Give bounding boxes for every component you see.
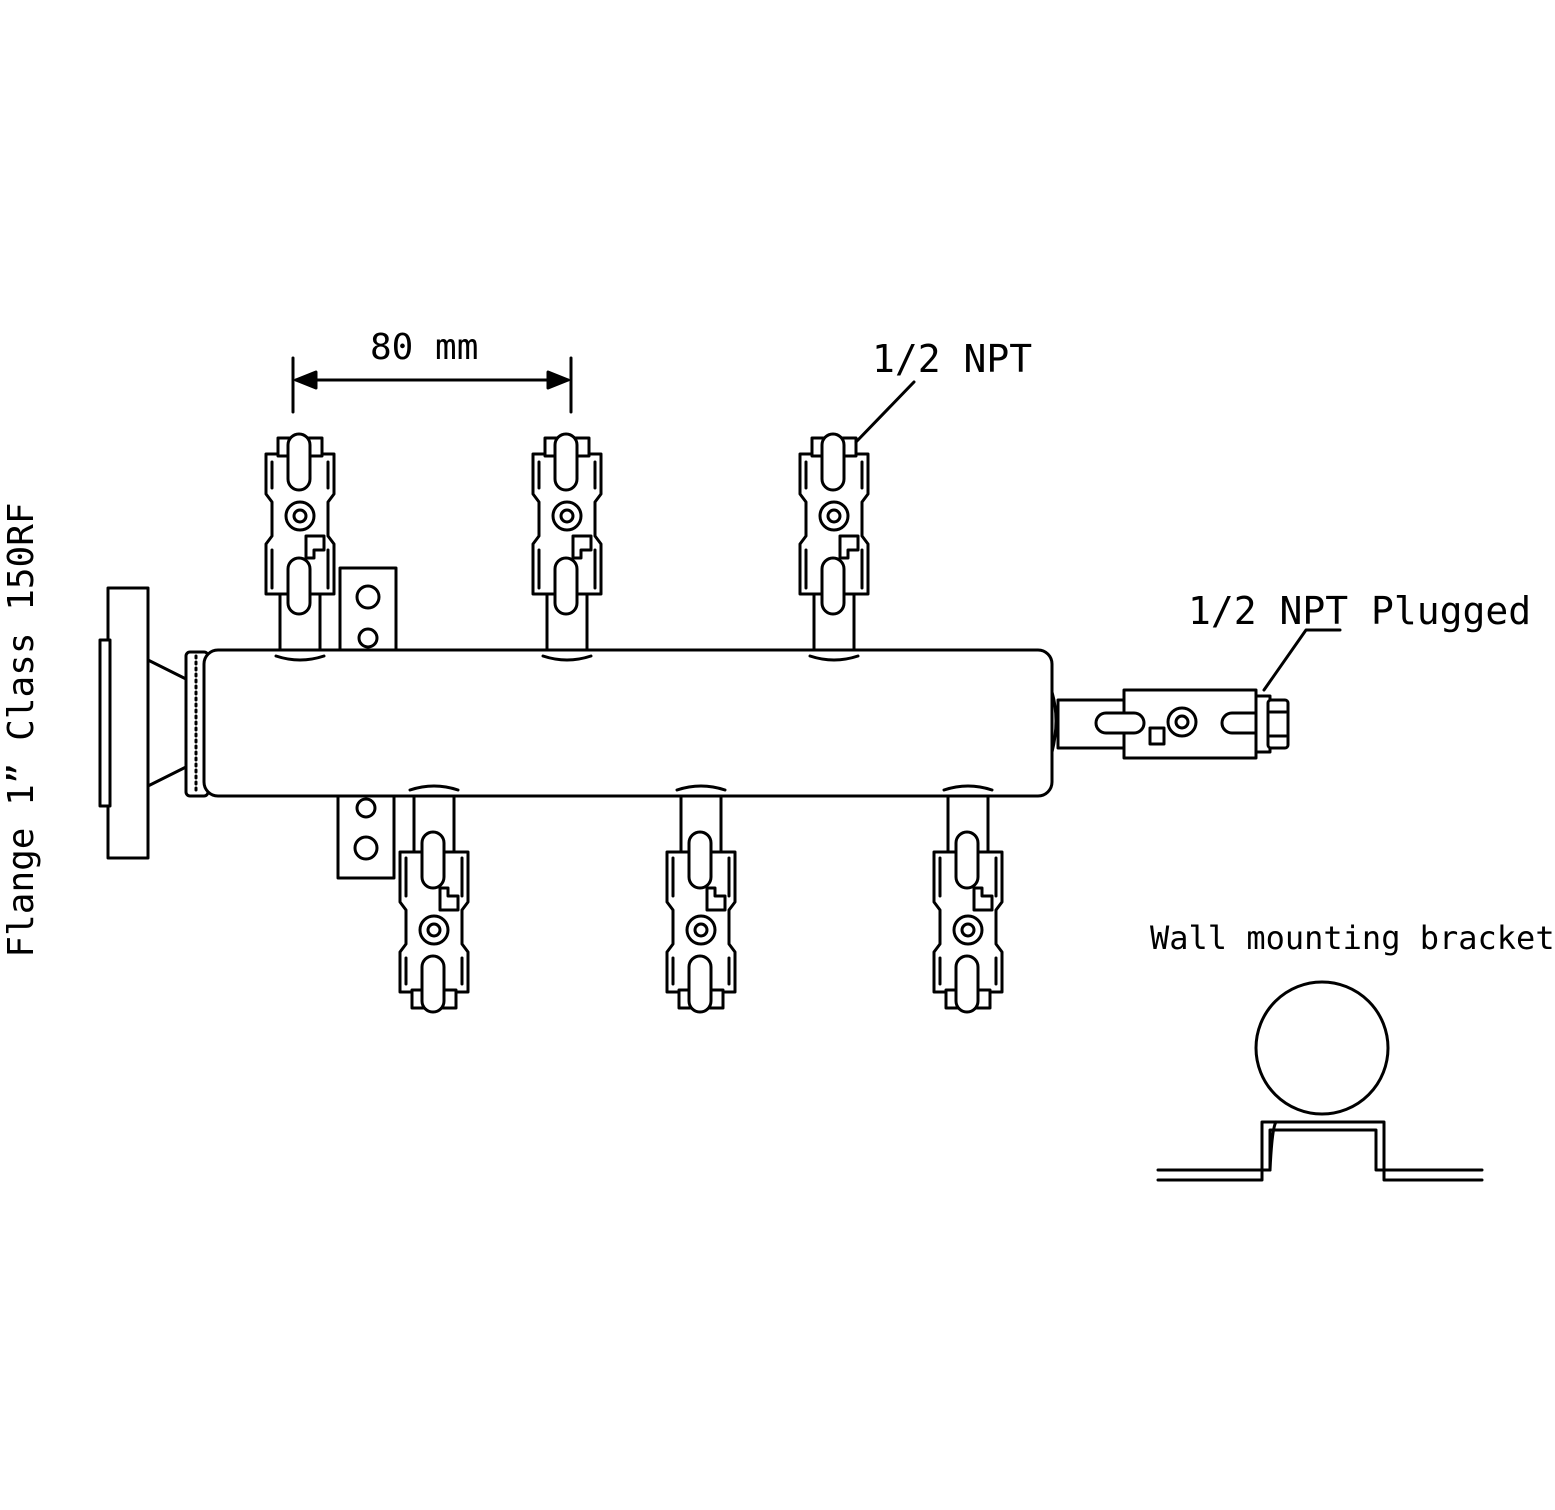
spacing-dimension bbox=[291, 356, 573, 414]
valve-bottom-3 bbox=[932, 790, 1004, 1014]
mount-plate-bottom bbox=[336, 788, 396, 880]
bracket-label: Wall mounting bracket bbox=[1150, 919, 1555, 957]
valve-end-plugged bbox=[1050, 688, 1290, 760]
npt-leader bbox=[854, 380, 916, 444]
flange-label: Flange 1” Class 150RF bbox=[1, 502, 42, 958]
valve-bottom-2 bbox=[665, 790, 737, 1014]
valve-top-3 bbox=[798, 432, 870, 656]
valve-bottom-1 bbox=[398, 790, 470, 1014]
flange-face bbox=[98, 638, 112, 808]
npt-label: 1/2 NPT bbox=[872, 337, 1033, 381]
header-pipe bbox=[202, 648, 1054, 798]
flange-neck bbox=[146, 658, 190, 788]
flange-plate bbox=[106, 586, 150, 860]
valve-top-2 bbox=[531, 432, 603, 656]
manifold-drawing bbox=[98, 356, 1484, 1182]
plugged-label: 1/2 NPT Plugged bbox=[1188, 589, 1532, 633]
valve-top-1 bbox=[264, 432, 336, 656]
spacing-label: 80 mm bbox=[370, 327, 479, 368]
bracket-detail bbox=[1156, 980, 1484, 1182]
plugged-leader bbox=[1262, 628, 1342, 692]
